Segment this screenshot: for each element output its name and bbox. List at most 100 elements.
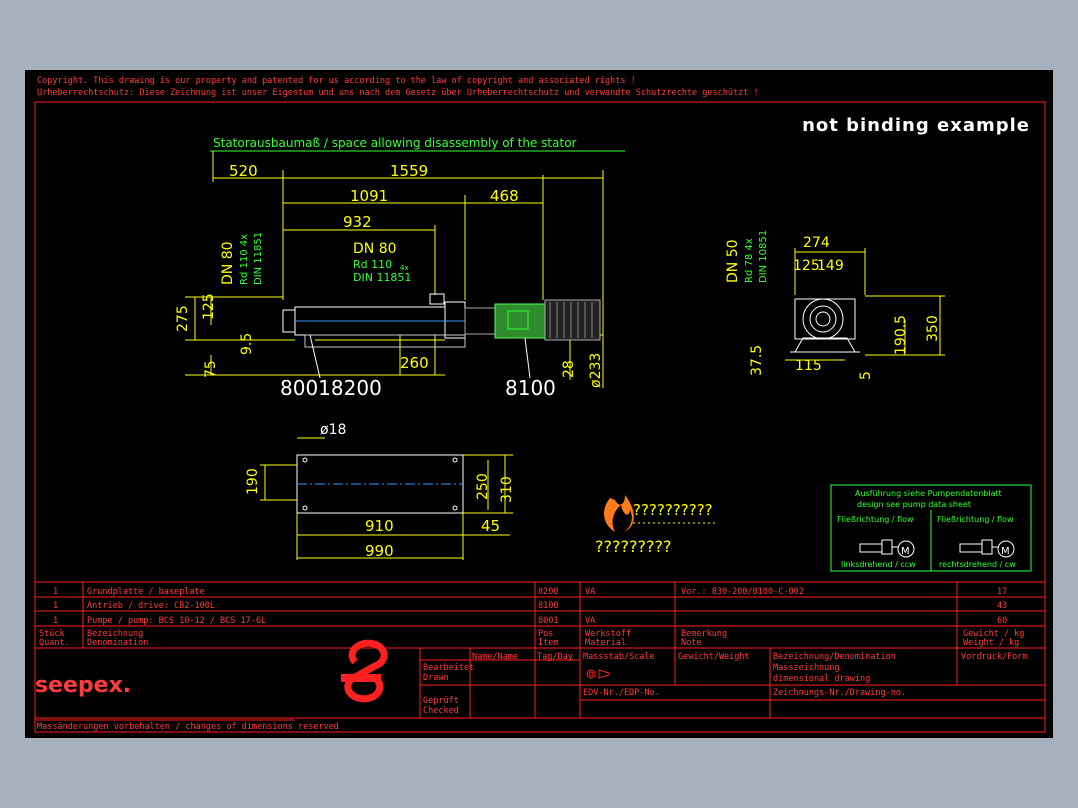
cad-drawing: Copyright. This drawing is our property … <box>34 76 1046 733</box>
tb-title-en: dimensional drawing <box>773 674 870 684</box>
motor-symbol-icon: M <box>901 546 910 557</box>
flame-logo-icon <box>603 495 634 532</box>
dim-28: 28 <box>561 360 577 378</box>
parts-row: 1 Grundplatte / baseplate 8200 VA Vor.: … <box>53 587 1007 597</box>
dim-310: 310 <box>499 476 515 503</box>
dim-910: 910 <box>365 517 394 535</box>
end-flange <box>790 298 860 353</box>
dim-115: 115 <box>795 358 822 374</box>
parts-header: Stück Quant. Bezeichnung Denomination Po… <box>39 629 1024 648</box>
dim-149: 149 <box>817 258 844 274</box>
tb-denom-col: Bezeichnung/Denomination <box>773 652 896 662</box>
tb-drawn-en: Drawn <box>423 673 449 683</box>
row-pos: 8100 <box>538 601 558 611</box>
stator-label: Statorausbaumaß / space allowing disasse… <box>213 136 577 150</box>
row-name: Pumpe / pump: BCS 10-12 / BCS 17-6L <box>87 616 266 626</box>
dim-75: 75 <box>203 360 219 378</box>
din-center: DIN 11851 <box>353 271 411 284</box>
rd110-4x: 4x <box>400 264 409 272</box>
row-qty: 1 <box>53 616 58 626</box>
row-weight: 60 <box>997 616 1007 626</box>
rotation-title-de: Ausführung siehe Pumpendatenblatt <box>855 489 1002 498</box>
din-left: DIN 11851 <box>253 232 264 285</box>
dim-125b: 125 <box>793 258 820 274</box>
cw-label: rechtsdrehend / cw <box>939 560 1016 569</box>
hdr-note-de: Bemerkung <box>681 629 727 639</box>
hdr-mat-en: Material <box>585 638 626 648</box>
row-note: Vor.: 830-200/0100-C-002 <box>681 587 804 597</box>
parts-row: 1 Pumpe / pump: BCS 10-12 / BCS 17-6L 80… <box>53 616 1007 626</box>
tb-form-col: Vordruck/Form <box>961 652 1028 662</box>
dim-125: 125 <box>201 293 217 320</box>
row-qty: 1 <box>53 601 58 611</box>
hdr-note-en: Note <box>681 638 701 648</box>
din-right: DIN 10851 <box>758 230 769 283</box>
dim-190-5: 190.5 <box>893 315 909 355</box>
dim-350: 350 <box>925 315 941 342</box>
seepex-brand: seepex. <box>35 673 131 698</box>
row-weight: 43 <box>997 601 1007 611</box>
dim-275: 275 <box>175 305 191 332</box>
ccw-label: linksdrehend / ccw <box>841 560 916 569</box>
hdr-pos-en: Item <box>538 638 558 648</box>
tb-drawing-no: Zeichnungs-Nr./Drawing-no. <box>773 688 906 698</box>
dim-250: 250 <box>475 473 491 500</box>
tb-drawn-de: Bearbeitet <box>423 663 474 673</box>
tb-weight-col: Gewicht/Weight <box>678 652 750 662</box>
dn80-left: DN 80 <box>220 241 236 285</box>
dn80-center: DN 80 <box>353 241 397 257</box>
plan-view: ø18 190 250 310 910 45 990 <box>245 422 515 560</box>
dn50: DN 50 <box>725 239 741 283</box>
row-name: Antrieb / drive: CB2-100L <box>87 601 215 611</box>
hdr-qty-de: Stück <box>39 629 65 639</box>
row-material: VA <box>585 616 595 626</box>
tb-checked-en: Checked <box>423 706 459 716</box>
hdr-name-de: Bezeichnung <box>87 629 143 639</box>
drawing-sheet: Copyright. This drawing is our property … <box>25 70 1053 738</box>
part-8100: 8100 <box>505 376 556 400</box>
dim-932: 932 <box>343 213 372 231</box>
seepex-mark-icon <box>341 639 388 703</box>
hdr-mat-de: Werkstoff <box>585 629 631 639</box>
row-weight: 17 <box>997 587 1007 597</box>
dim-520: 520 <box>229 162 258 180</box>
title-block-grid <box>35 648 1045 719</box>
row-qty: 1 <box>53 587 58 597</box>
copyright-en: Copyright. This drawing is our property … <box>37 76 636 86</box>
dim-990: 990 <box>365 542 394 560</box>
tb-title-de: Masszeichnung <box>773 663 840 673</box>
parts-table-grid <box>35 581 1045 649</box>
dim-1091: 1091 <box>350 187 388 205</box>
motor-symbol-icon: M <box>1001 546 1010 557</box>
dim-1559: 1559 <box>390 162 428 180</box>
logo-subtext: ????????? <box>595 537 671 556</box>
row-pos: 8200 <box>538 587 558 597</box>
watermark-text: not binding example <box>802 115 1030 136</box>
dim-190: 190 <box>245 468 261 495</box>
tb-date-col: Tag/Day <box>537 652 573 662</box>
hdr-qty-en: Quant. <box>39 638 70 648</box>
end-view: DN 50 Rd 78 4x DIN 10851 274 125 149 350… <box>725 230 945 380</box>
motor <box>494 299 601 341</box>
dim-37-5: 37.5 <box>749 345 765 376</box>
tb-checked-de: Geprüft <box>423 696 459 706</box>
projection-symbol-icon <box>586 669 610 679</box>
hdr-weight-en: Weight / kg <box>963 638 1019 648</box>
side-view: Statorausbaumaß / space allowing disasse… <box>175 136 625 400</box>
dimension-lines <box>185 151 604 388</box>
dim-274: 274 <box>803 235 830 251</box>
hdr-weight-de: Gewicht / kg <box>963 629 1024 639</box>
pump-body <box>282 293 496 348</box>
rd78: Rd 78 4x <box>744 238 755 283</box>
row-name: Grundplatte / baseplate <box>87 587 205 597</box>
rotation-title-en: design see pump data sheet <box>857 500 971 509</box>
dim-45: 45 <box>481 517 500 535</box>
part-80018200: 80018200 <box>280 376 382 400</box>
drawing-frame <box>34 101 1046 733</box>
copyright-de: Urheberrechtschutz: Diese Zeichnung ist … <box>37 88 759 98</box>
flow-right: Fließrichtung / flow <box>937 515 1014 524</box>
parts-row: 1 Antrieb / drive: CB2-100L 8100 43 <box>53 601 1007 611</box>
dim-5: 5 <box>858 371 874 380</box>
row-pos: 8001 <box>538 616 558 626</box>
rotation-box: Ausführung siehe Pumpendatenblatt design… <box>830 484 1032 572</box>
